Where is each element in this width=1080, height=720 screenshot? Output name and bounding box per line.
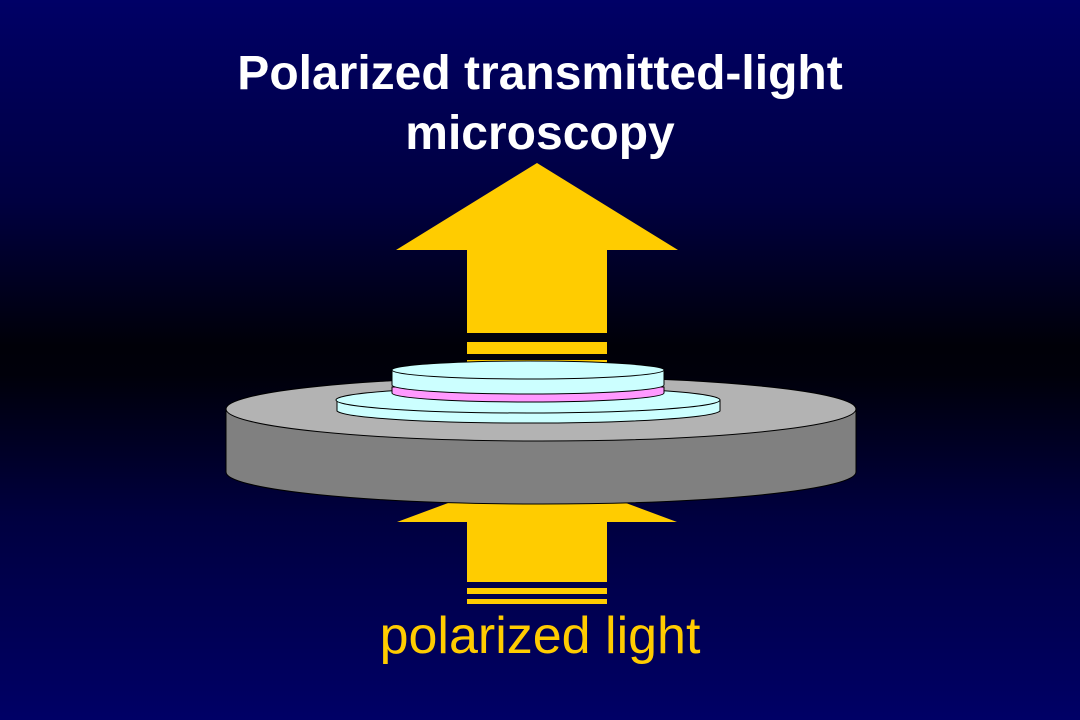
upper-arrow-stripe bbox=[467, 342, 607, 354]
upper-light-arrow bbox=[396, 163, 678, 366]
cover-slip bbox=[391, 360, 665, 395]
slide-title: Polarized transmitted-light microscopy bbox=[0, 44, 1080, 164]
lower-arrow-stripe bbox=[467, 599, 607, 604]
cover-slip-top bbox=[391, 360, 665, 380]
slide-title-line-1: Polarized transmitted-light bbox=[237, 47, 843, 100]
polarized-light-label: polarized light bbox=[379, 607, 701, 665]
lower-arrow-stripe bbox=[467, 588, 607, 594]
slide-title-line-2: microscopy bbox=[405, 107, 675, 160]
upper-arrow-icon bbox=[396, 163, 678, 333]
